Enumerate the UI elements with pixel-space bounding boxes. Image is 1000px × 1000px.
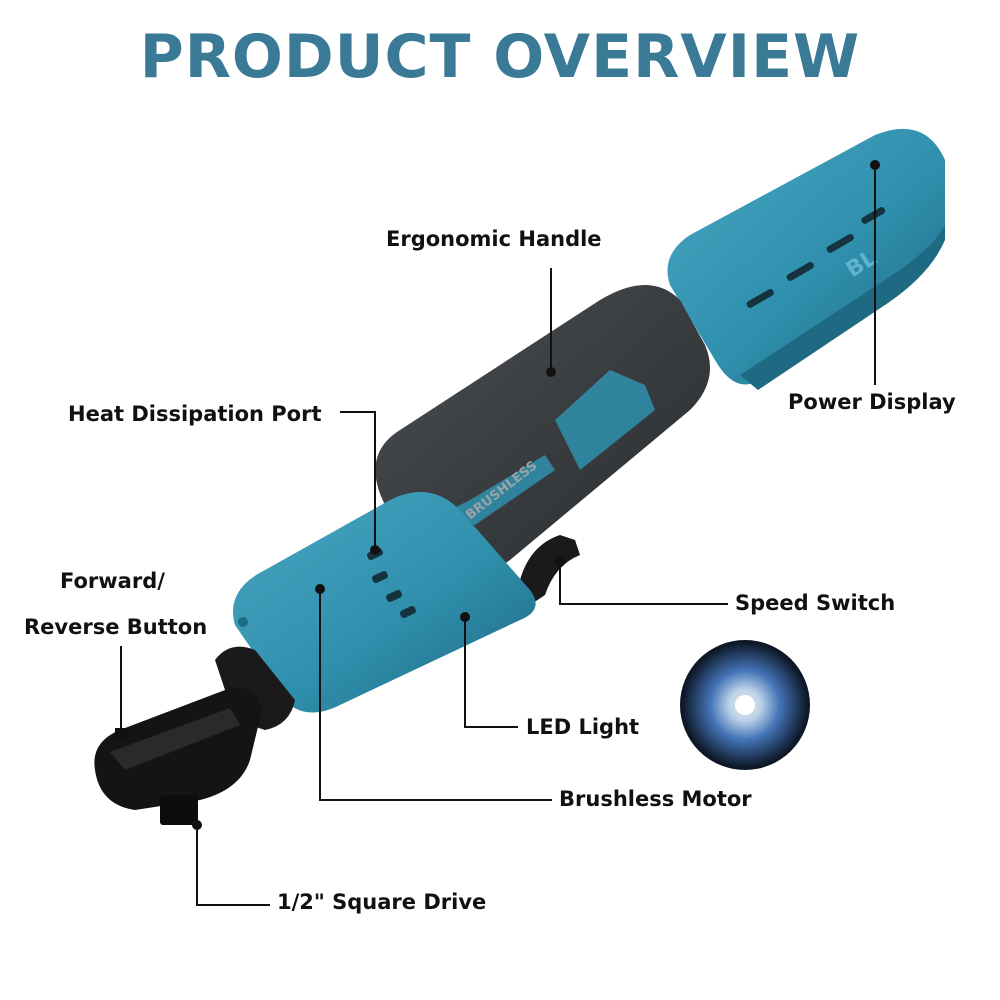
callout-dots [116, 160, 880, 830]
led-light-inset [680, 640, 810, 770]
grip: BRUSHLESS [375, 285, 710, 578]
label-ergonomic-handle: Ergonomic Handle [386, 227, 602, 251]
battery-housing: BL [667, 128, 945, 390]
page-title: PRODUCT OVERVIEW [139, 22, 861, 92]
label-led-light: LED Light [526, 715, 640, 739]
label-speed-switch: Speed Switch [735, 591, 896, 615]
label-brushless-motor: Brushless Motor [559, 787, 752, 811]
label-reverse-button: Reverse Button [24, 615, 208, 639]
speed-switch-trigger [520, 535, 580, 605]
label-forward: Forward/ [60, 569, 165, 593]
label-square-drive: 1/2" Square Drive [277, 890, 487, 914]
ratchet-head [94, 687, 262, 825]
label-power-display: Power Display [788, 390, 956, 414]
motor-body [233, 492, 536, 713]
label-heat-dissipation-port: Heat Dissipation Port [68, 402, 322, 426]
callout-lines [120, 165, 876, 906]
